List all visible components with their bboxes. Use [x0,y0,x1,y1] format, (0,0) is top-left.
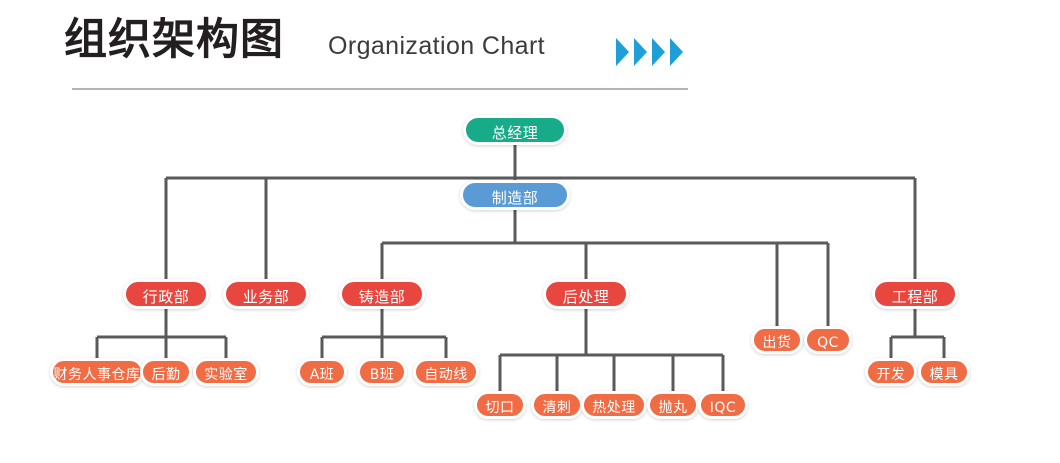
org-node-gm[interactable]: 总经理 [463,115,567,145]
title-divider [72,88,688,90]
chevron-arrows-icon [616,38,692,66]
chevron-icon [616,38,629,66]
org-node-shiftB[interactable]: B班 [357,358,407,386]
org-node-dev[interactable]: 开发 [865,358,917,386]
org-node-lab[interactable]: 实验室 [193,358,259,386]
page-title-cn: 组织架构图 [64,16,284,64]
chevron-icon [634,38,647,66]
org-node-post[interactable]: 后处理 [543,279,629,309]
org-node-label: 开发 [876,367,906,383]
org-node-mold[interactable]: 模具 [918,358,970,386]
org-node-logi[interactable]: 后勤 [140,358,192,386]
org-node-label: 清刺 [542,400,572,416]
org-node-casting[interactable]: 铸造部 [339,279,425,309]
page-title-en: Organization Chart [328,32,546,60]
org-node-label: 工程部 [891,288,939,306]
org-node-label: 热处理 [592,400,636,416]
org-node-shipping[interactable]: 出货 [751,326,803,354]
org-node-label: 模具 [929,367,959,383]
org-node-eng[interactable]: 工程部 [872,279,958,309]
org-node-label: 实验室 [204,367,248,383]
org-node-label: 出货 [762,335,792,351]
org-node-qc[interactable]: QC [804,326,852,354]
org-node-label: 抛丸 [658,400,688,416]
org-node-heat[interactable]: 热处理 [581,391,647,419]
org-node-label: 切口 [485,400,515,416]
org-node-label: 业务部 [242,288,290,306]
chevron-icon [670,38,683,66]
org-node-shiftA[interactable]: A班 [297,358,347,386]
org-node-business[interactable]: 业务部 [223,279,309,309]
org-node-deburr[interactable]: 清刺 [531,391,583,419]
org-node-label: 总经理 [491,124,539,142]
org-node-mfg[interactable]: 制造部 [460,180,570,210]
org-node-fin[interactable]: 财务人事仓库 [50,358,144,386]
org-node-label: 财务人事仓库 [53,367,141,383]
org-node-label: 自动线 [424,367,468,383]
org-node-label: 铸造部 [358,288,406,306]
org-node-cut[interactable]: 切口 [474,391,526,419]
org-node-autoline[interactable]: 自动线 [413,358,479,386]
chevron-icon [652,38,665,66]
org-node-label: A班 [309,367,335,383]
org-node-label: 行政部 [142,288,190,306]
org-node-label: B班 [369,367,395,383]
org-node-label: IQC [709,400,737,416]
org-node-iqc[interactable]: IQC [698,391,748,419]
org-node-label: QC [817,335,839,351]
org-node-label: 后处理 [562,288,610,306]
page-header: 组织架构图 Organization Chart [0,0,1060,100]
org-node-label: 制造部 [491,189,539,207]
org-node-admin[interactable]: 行政部 [123,279,209,309]
org-node-blast[interactable]: 抛丸 [647,391,699,419]
org-node-label: 后勤 [151,367,181,383]
